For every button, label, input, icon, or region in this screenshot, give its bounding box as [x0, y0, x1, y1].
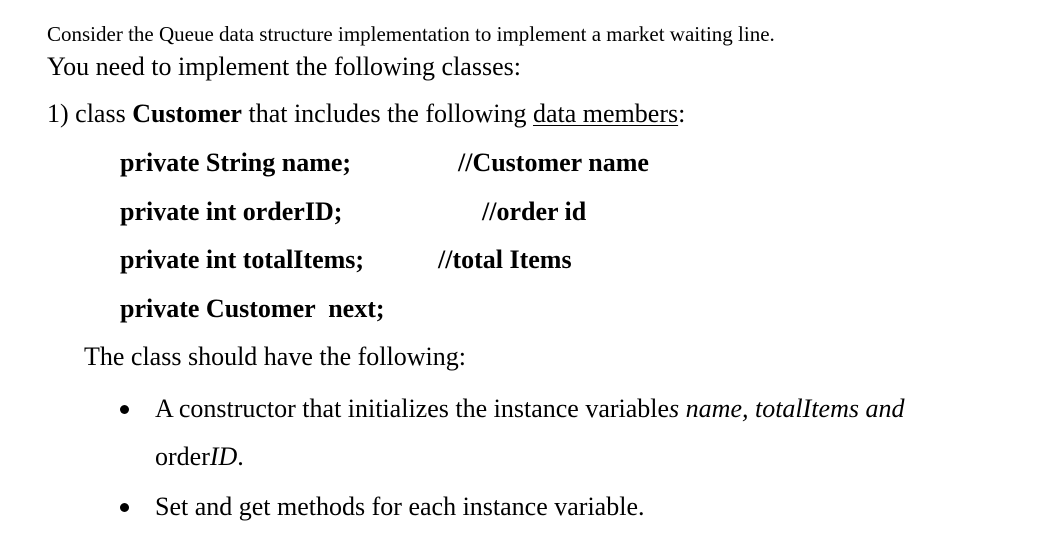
bullet-constructor-id: ID — [209, 442, 238, 471]
class-name: Customer — [132, 99, 242, 128]
item-middle: that includes the following — [241, 99, 533, 128]
bullet-constructor-order: order — [155, 442, 210, 471]
member-decl-name: private String name; — [120, 148, 352, 177]
member-decl-totalitems: private int totalItems; — [120, 245, 365, 274]
bullet-icon — [120, 503, 129, 512]
item-suffix: : — [678, 99, 686, 128]
data-members-underlined: data members — [532, 99, 679, 128]
bullet-constructor-text: A constructor that initializes the insta… — [155, 394, 670, 423]
member-comment-totalitems: //total Items — [438, 245, 572, 274]
bullet-constructor-line-2: orderID. — [155, 444, 244, 470]
class-customer-heading: 1) class Customer that includes the foll… — [47, 101, 685, 127]
bullet-icon — [120, 405, 129, 414]
bullet-constructor-line-1: A constructor that initializes the insta… — [155, 396, 904, 422]
bullet-set-get: Set and get methods for each instance va… — [155, 492, 645, 521]
bullet-constructor-italic: s name, totalItems and — [669, 394, 905, 423]
member-decl-next: private Customer next; — [120, 294, 385, 323]
intro-line-2: You need to implement the following clas… — [47, 52, 521, 81]
intro-line-1: Consider the Queue data structure implem… — [47, 22, 775, 46]
member-comment-name: //Customer name — [458, 148, 649, 177]
bullet-constructor-period: . — [237, 442, 244, 471]
member-comment-orderid: //order id — [482, 197, 587, 226]
item-prefix: 1) class — [47, 99, 133, 128]
class-should-have: The class should have the following: — [84, 342, 466, 371]
member-decl-orderid: private int orderID; — [120, 197, 343, 226]
